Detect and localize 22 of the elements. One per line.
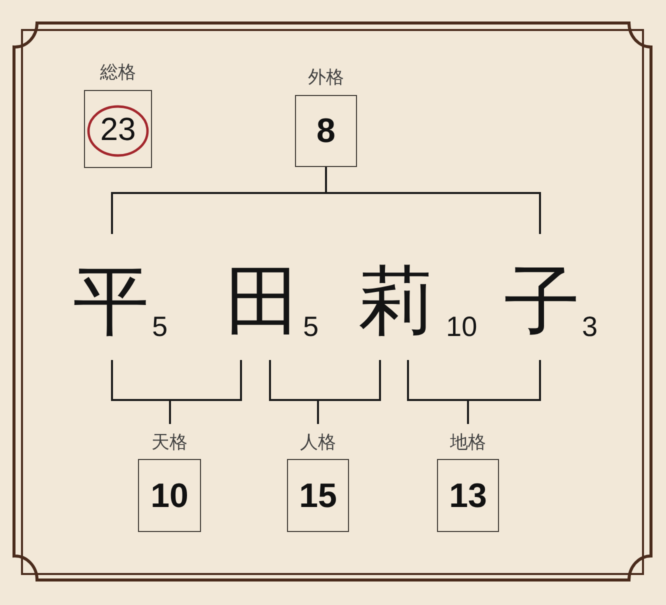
stroke-count: 5: [303, 313, 319, 341]
score-number: 15: [299, 478, 337, 512]
bracket-line: [169, 360, 242, 424]
category-label: 人格: [300, 432, 336, 454]
stroke-count: 10: [446, 313, 478, 341]
category-label: 地格: [450, 432, 486, 454]
kanji-character: 莉: [358, 263, 434, 339]
bracket-line: [467, 360, 541, 424]
kanji-character: 子: [504, 263, 580, 339]
score-number: 10: [150, 478, 188, 512]
bracket-line: [317, 360, 381, 424]
stroke-count: 5: [152, 313, 168, 341]
kanji-character: 田: [225, 263, 301, 339]
category-label: 外格: [308, 67, 344, 89]
score-number: 8: [316, 114, 336, 148]
bracket-line: [325, 167, 541, 234]
score-number: 23: [100, 113, 136, 145]
stroke-count: 3: [582, 313, 598, 341]
score-number: 13: [449, 478, 487, 512]
category-label: 総格: [100, 62, 136, 84]
kanji-character: 平: [73, 263, 149, 339]
category-label: 天格: [152, 432, 188, 454]
